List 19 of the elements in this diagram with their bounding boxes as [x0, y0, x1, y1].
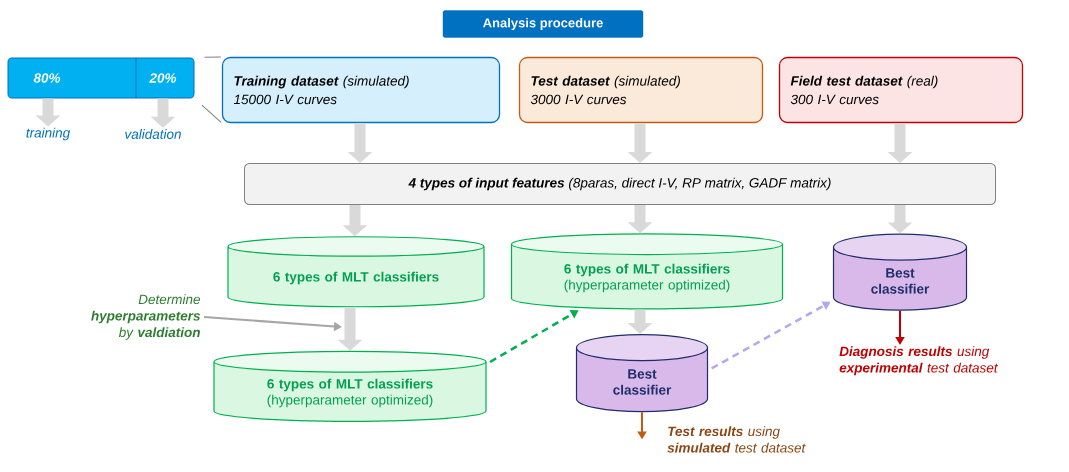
split-bar: 80% 20% [7, 57, 195, 99]
arrow-label: training [26, 127, 70, 141]
annotation-text: Determine hyperparameters by valdiation [91, 294, 200, 340]
classifier-cylinder: 6 types of MLT classifiers [227, 236, 485, 308]
classifier-cylinder: Best classifier [832, 233, 968, 311]
result-text: Diagnosis results using experimental test dataset [839, 346, 998, 376]
classifier-cylinder: 6 types of MLT classifiers (hyperparameter optimized) [213, 350, 487, 422]
classifier-cylinder: Best classifier [575, 334, 709, 413]
title-banner: Analysis procedure [442, 10, 644, 38]
result-text: Test results using simulated test dataset [667, 426, 806, 453]
dataset-box: Training dataset (simulated) 15000 I-V curves [221, 56, 501, 124]
arrow [489, 310, 579, 364]
process-box: 4 types of input features (8paras, direct I-V, RP matrix, GADF matrix) [244, 163, 996, 205]
dataset-box: Test dataset (simulated) 3000 I-V curves [518, 56, 764, 124]
classifier-cylinder: 6 types of MLT classifiers (hyperparameter optimized) [510, 233, 784, 310]
dataset-box: Field test dataset (real) 300 I-V curves [778, 56, 1024, 124]
connector-line [201, 104, 222, 123]
connector-line [204, 56, 222, 58]
arrow-label: validation [125, 129, 181, 139]
